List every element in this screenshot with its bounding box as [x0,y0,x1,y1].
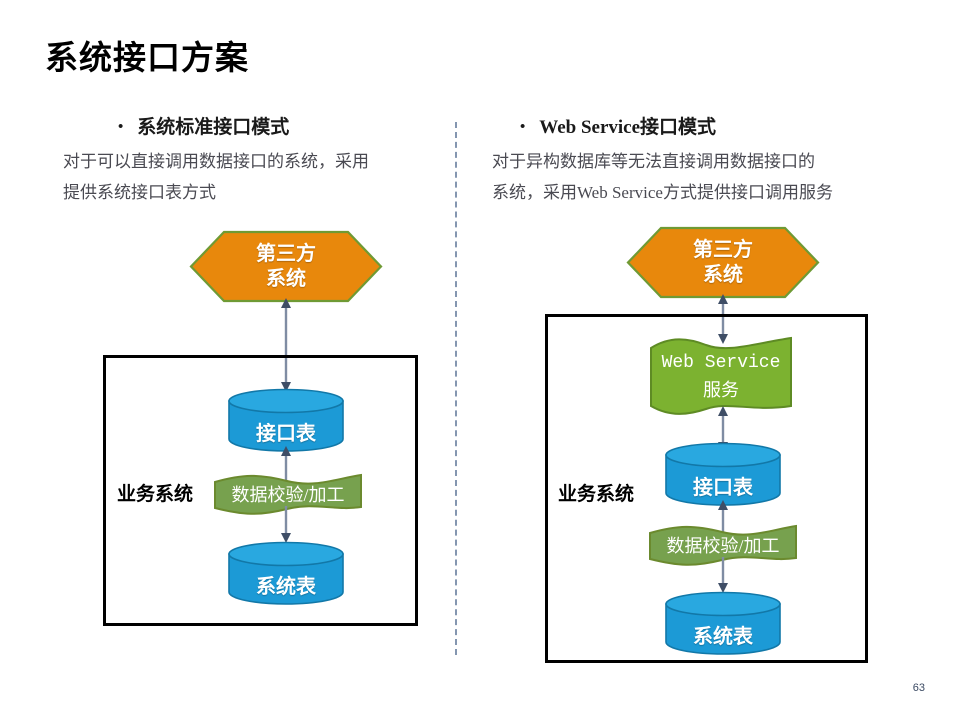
right-connector-hexagon-to-webservice [716,294,730,344]
right-business-system-box [545,314,868,663]
left-third-party-system-hexagon: 第三方 系统 [189,230,383,303]
left-body-line-2: 提供系统接口表方式 [63,183,216,202]
right-connector-band-to-system [716,557,730,593]
left-connector-band-to-system [279,506,293,543]
column-divider [455,122,457,655]
bullet-icon: • [118,119,124,135]
left-column-body: 对于可以直接调用数据接口的系统，采用 提供系统接口表方式 [63,146,369,208]
right-body-line-1: 对于异构数据库等无法直接调用数据接口的 [492,152,815,171]
page-number: 63 [912,682,925,694]
bullet-icon: • [520,119,526,135]
right-system-table-cylinder: 系统表 [665,591,781,655]
right-third-party-system-hexagon: 第三方 系统 [626,226,820,299]
right-body-line-2: 系统，采用Web Service方式提供接口调用服务 [492,183,833,202]
left-business-system-label: 业务系统 [117,484,194,505]
right-business-system-label: 业务系统 [558,484,635,505]
right-interface-table-cylinder: 接口表 [665,442,781,506]
left-business-system-box [103,355,418,626]
left-interface-table-cylinder: 接口表 [228,388,344,452]
left-heading-text: 系统标准接口模式 [137,117,290,138]
left-column-heading: • 系统标准接口模式 [118,112,289,139]
right-heading-text: Web Service接口模式 [539,117,717,138]
page-title: 系统接口方案 [45,39,249,76]
left-body-line-1: 对于可以直接调用数据接口的系统，采用 [63,152,369,171]
left-connector-hexagon-to-interface [279,298,293,392]
left-system-table-cylinder: 系统表 [228,541,344,605]
right-column-heading: • Web Service接口模式 [520,112,716,139]
right-column-body: 对于异构数据库等无法直接调用数据接口的 系统，采用Web Service方式提供… [492,146,833,208]
